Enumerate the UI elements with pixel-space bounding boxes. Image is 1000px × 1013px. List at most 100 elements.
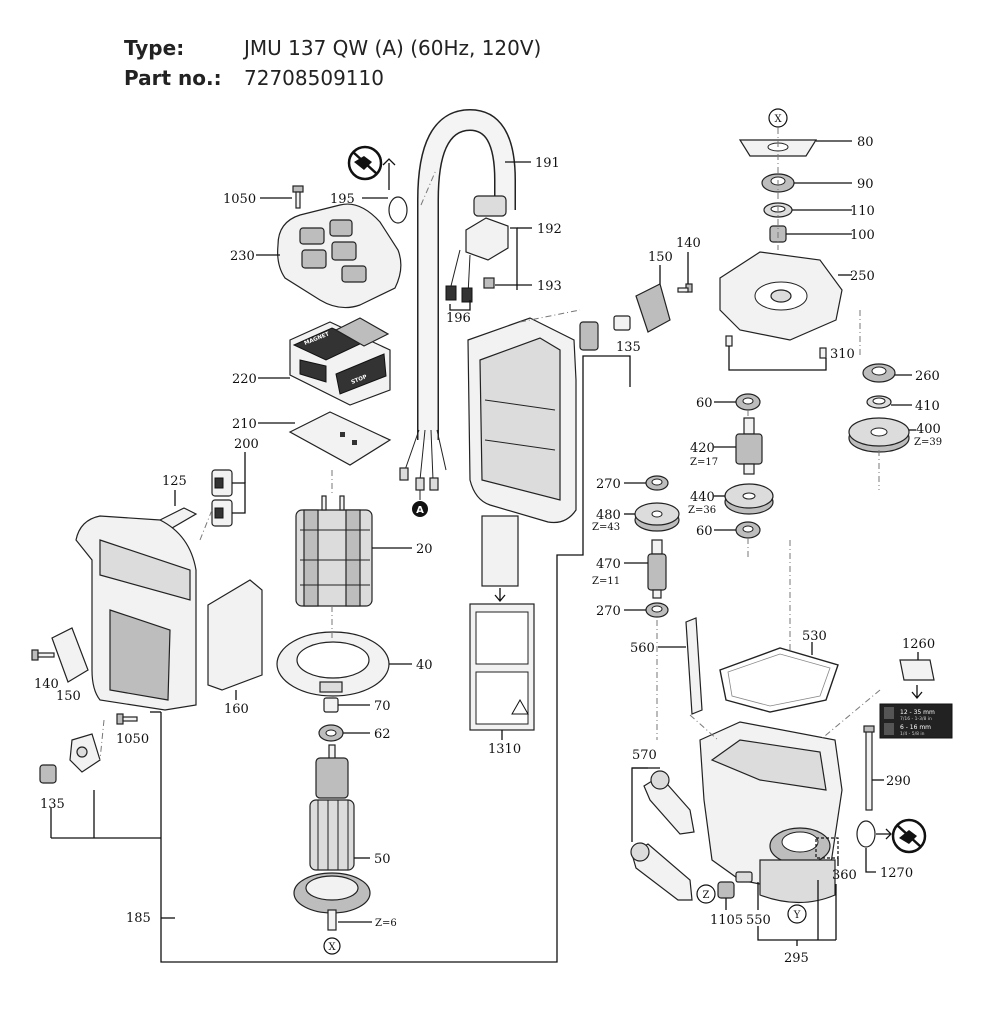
callout-193: 193 [537, 279, 562, 294]
callout-191: 191 [535, 156, 560, 171]
carbon-brushes-200 [211, 469, 233, 527]
callout-60-upper: 60 [696, 396, 713, 411]
callout-310: 310 [830, 347, 855, 362]
spec-row1-main: 12 - 35 mm [900, 709, 935, 716]
callout-1050-top: 1050 [223, 192, 256, 207]
screw-550 [735, 871, 753, 883]
callout-40: 40 [416, 658, 433, 673]
type-label: Type: [124, 36, 185, 60]
callout-90: 90 [857, 177, 874, 192]
spec-row2-main: 6 - 16 mm [900, 724, 931, 731]
callout-1270: 1270 [880, 866, 913, 881]
callout-560: 560 [630, 641, 655, 656]
hose-part-191 [399, 108, 516, 491]
callout-1050-lower: 1050 [116, 732, 149, 747]
callout-135-left: 135 [40, 797, 65, 812]
gear-housing-250 [719, 251, 843, 359]
callout-530: 530 [802, 629, 827, 644]
bearing-270-lower [645, 602, 669, 618]
marker-x-bottom: X [328, 942, 336, 953]
callout-550: 550 [746, 913, 771, 928]
callout-400: 400 [916, 422, 941, 437]
callout-195: 195 [330, 192, 355, 207]
callout-80: 80 [857, 135, 874, 150]
callout-570: 570 [632, 748, 657, 763]
bearing-260 [862, 363, 896, 383]
bearing-62 [318, 724, 344, 742]
stop-key-label: STOP [351, 374, 368, 386]
knob-1105 [717, 881, 735, 899]
type-value: JMU 137 QW (A) (60Hz, 120V) [244, 36, 542, 60]
clamp-levers-570 [630, 770, 695, 901]
fan-baffle-40 [276, 631, 390, 697]
marker-a: A [416, 505, 424, 516]
washer-410 [866, 395, 892, 409]
marker-x-top: X [774, 114, 782, 125]
z-6: Z=6 [375, 918, 397, 929]
bearing-270-upper [645, 475, 669, 491]
spec-row1-sub: 7/16 - 1-3/8 in [900, 716, 932, 722]
no-grease-icon-bottom [891, 818, 927, 854]
callout-196: 196 [446, 311, 471, 326]
callout-185: 185 [126, 911, 151, 926]
membrane-210 [288, 411, 392, 466]
screw-1050-lower [116, 713, 138, 725]
side-panel-160 [207, 579, 263, 691]
switch-panel-220: MAGNET STOP [289, 317, 391, 406]
no-grease-icon-top [347, 145, 383, 181]
callout-140-right: 140 [676, 236, 701, 251]
cover-150-right [635, 283, 671, 333]
gearbox-base-295 [699, 721, 843, 904]
callout-440: 440 [690, 490, 715, 505]
callout-420: 420 [690, 441, 715, 456]
callout-150-left: 150 [56, 689, 81, 704]
warning-label-1310 [469, 515, 535, 731]
callout-192: 192 [537, 222, 562, 237]
callout-100: 100 [850, 228, 875, 243]
assembly-guide-lines [99, 128, 881, 761]
marker-z: Z [703, 890, 710, 901]
callout-1105: 1105 [710, 913, 743, 928]
z-39: Z=39 [914, 437, 942, 448]
screw-140-left [31, 649, 55, 661]
z-17: Z=17 [690, 457, 718, 468]
motor-housing-left [75, 515, 197, 711]
callout-360: 360 [832, 868, 857, 883]
callout-260: 260 [915, 369, 940, 384]
armature-50 [293, 744, 371, 931]
callout-200: 200 [234, 437, 259, 452]
o-ring-195 [388, 196, 408, 224]
bushing-70 [323, 697, 339, 713]
gasket-530 [719, 647, 839, 713]
callout-135-right: 135 [616, 340, 641, 355]
callout-410: 410 [915, 399, 940, 414]
callout-480: 480 [596, 508, 621, 523]
callout-150-right: 150 [648, 250, 673, 265]
switch-135-left [39, 733, 101, 784]
callout-270-upper: 270 [596, 477, 621, 492]
callout-70: 70 [374, 699, 391, 714]
callout-1310: 1310 [488, 742, 521, 757]
gear-440 [724, 483, 774, 515]
callout-290: 290 [886, 774, 911, 789]
stator-20 [295, 495, 373, 607]
callout-160: 160 [224, 702, 249, 717]
o-ring-1270 [856, 820, 876, 848]
callout-210: 210 [232, 417, 257, 432]
z-36: Z=36 [688, 505, 716, 516]
screw-1050-top [292, 185, 304, 209]
callout-230: 230 [230, 249, 255, 264]
shaft-470 [647, 539, 667, 599]
callout-140-left: 140 [34, 677, 59, 692]
marker-y: Y [793, 910, 801, 921]
spec-label: 12 - 35 mm 7/16 - 1-3/8 in 6 - 16 mm 1/4… [879, 703, 953, 739]
part-number-label: Part no.: [124, 66, 222, 90]
bearing-60-upper [735, 393, 761, 411]
callout-220: 220 [232, 372, 257, 387]
callout-1260: 1260 [902, 637, 935, 652]
spec-row2-sub: 1/4 - 5/8 in [900, 731, 925, 737]
callout-250: 250 [850, 269, 875, 284]
switch-135-right [579, 315, 631, 351]
bearing-60-lower [735, 521, 761, 539]
